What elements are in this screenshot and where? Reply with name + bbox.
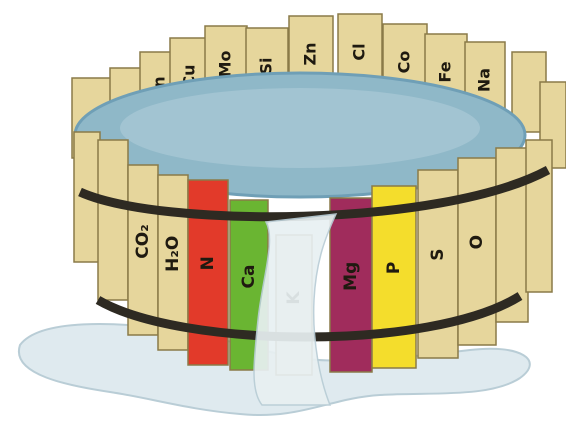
element-label: Cl <box>350 43 369 60</box>
element-label: Zn <box>301 43 320 66</box>
element-label: O <box>467 235 487 249</box>
front-stave <box>98 140 128 300</box>
water-highlight <box>120 88 480 168</box>
front-stave: CO₂ <box>128 165 158 335</box>
element-label: Ca <box>239 265 259 289</box>
element-label: S <box>428 248 448 260</box>
element-label: Fe <box>436 61 455 82</box>
element-label: P <box>384 262 404 274</box>
front-stave-plank <box>98 140 128 300</box>
element-label: H₂O <box>163 236 183 272</box>
element-label: CO₂ <box>133 224 153 258</box>
element-label: Mo <box>216 51 235 78</box>
element-label: Mg <box>341 262 361 291</box>
element-label: Co <box>395 51 414 74</box>
front-stave-plank <box>526 140 552 292</box>
front-stave <box>526 140 552 292</box>
element-label: Na <box>475 68 494 92</box>
front-stave: Mg <box>330 198 372 372</box>
front-stave-plank <box>188 180 228 365</box>
element-label: N <box>198 256 218 270</box>
front-stave: N <box>188 180 228 365</box>
